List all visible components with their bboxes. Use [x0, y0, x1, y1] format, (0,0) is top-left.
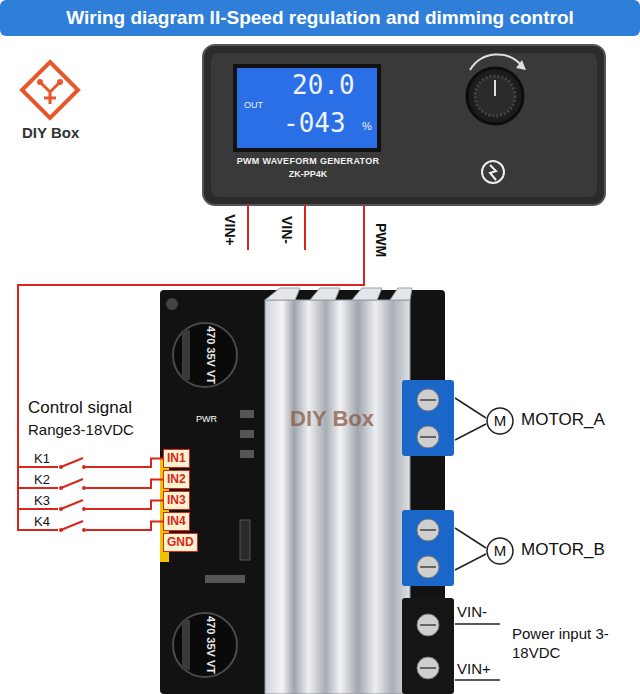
leader-lines	[455, 398, 500, 680]
title-banner	[0, 0, 640, 36]
heatsink	[265, 288, 412, 694]
node-text: IN3	[167, 493, 186, 508]
pwm-generator-module: PWM WAVEFORM GENERATOR ZK-PP4K	[203, 45, 605, 205]
motor-label: MOTOR_B	[521, 540, 605, 560]
switch-label: K4	[34, 514, 50, 529]
switch-label: K1	[34, 451, 50, 466]
capacitor-marking: 470 35V VT	[205, 616, 217, 674]
power-label: Power input 3-18VDC	[512, 624, 612, 662]
node-text: M	[486, 537, 514, 565]
generator-case	[203, 45, 605, 205]
ground-pin: GND	[163, 533, 198, 552]
node-text: PWR	[196, 414, 217, 424]
switch-symbol	[58, 458, 86, 471]
signal-wire	[18, 205, 364, 509]
terminal-blocks	[402, 380, 454, 694]
capacitor-marking: 470 35V VT	[205, 326, 217, 384]
lcd-digits: 20.0	[292, 70, 355, 100]
node-text: IN4	[167, 514, 186, 529]
switch-symbol	[58, 479, 86, 492]
signal-wire	[18, 205, 364, 488]
wire-label: PWM	[373, 223, 389, 257]
node-text: GND	[167, 535, 194, 550]
node-text: ZK-PP4K	[233, 169, 383, 179]
wire-label: VIN-	[279, 216, 295, 244]
switch-symbol	[58, 521, 86, 534]
motor-symbol: M	[486, 407, 514, 435]
input-pin: IN2	[163, 470, 190, 489]
input-pin: IN1	[163, 449, 190, 468]
logo-icon	[22, 62, 78, 118]
motor-circle	[487, 538, 513, 564]
vin-minus-wire	[304, 205, 306, 250]
motor-circle	[487, 408, 513, 434]
diagram-title: Wiring diagram II-Speed regulation and d…	[0, 0, 640, 36]
lcd-text: OUT	[244, 100, 263, 110]
watermark: DIY Box	[290, 406, 374, 432]
node-text: M	[486, 407, 514, 435]
input-pin: IN3	[163, 491, 190, 510]
signal-wire	[18, 205, 364, 530]
driver-board: PWR IN1IN2IN3IN4GND	[160, 290, 445, 694]
switch-symbol	[58, 500, 86, 513]
node-text: PWM WAVEFORM GENERATOR	[233, 156, 383, 166]
range-label: Range3-18VDC	[28, 421, 134, 438]
terminal-label: VIN-	[457, 603, 487, 620]
switch-label: K2	[34, 472, 50, 487]
wire-label: VIN+	[222, 214, 238, 246]
lcd-text: %	[362, 120, 372, 132]
logo-text: DIY Box	[22, 124, 79, 141]
section-label: Control signal	[28, 398, 132, 418]
switch-label: K3	[34, 493, 50, 508]
motor-label: MOTOR_A	[521, 410, 605, 430]
node-text: IN1	[167, 451, 186, 466]
vin-plus-wire	[247, 205, 249, 250]
input-pin: IN4	[163, 512, 190, 531]
terminal-label: VIN+	[457, 660, 491, 677]
node-text: IN2	[167, 472, 186, 487]
lcd-digits: -043	[283, 108, 346, 138]
motor-symbol: M	[486, 537, 514, 565]
